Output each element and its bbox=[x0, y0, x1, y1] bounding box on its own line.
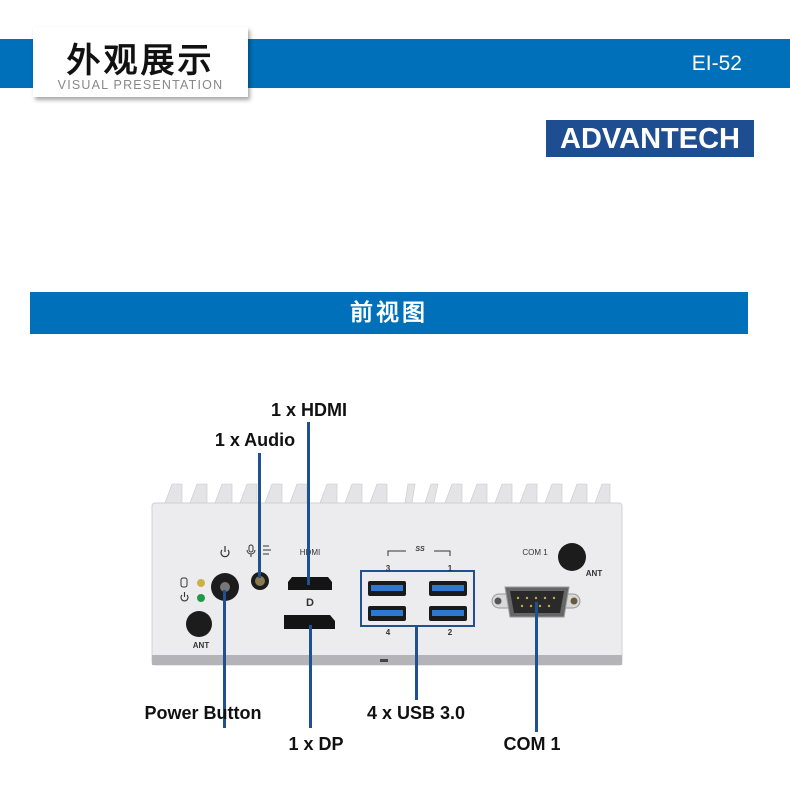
dp-callout-line bbox=[309, 625, 312, 728]
usb-port-number: 4 bbox=[385, 628, 391, 637]
power-callout-line bbox=[223, 590, 226, 728]
antenna-right bbox=[558, 543, 586, 571]
hdmi-port bbox=[288, 577, 332, 590]
section-title: 前视图 bbox=[30, 292, 748, 334]
power-callout: Power Button bbox=[144, 703, 262, 723]
audio-callout-line bbox=[258, 453, 261, 578]
com-callout-line bbox=[535, 602, 538, 732]
usb-superspeed-logo: SS bbox=[415, 546, 425, 553]
page-title: 外观展示 bbox=[66, 41, 215, 81]
advantech-logo: ADVANTECH bbox=[546, 120, 754, 157]
audio-callout: 1 x Audio bbox=[214, 430, 296, 450]
dp-logo: D bbox=[306, 597, 314, 609]
microphone-icon bbox=[246, 544, 256, 557]
hdmi-callout: 1 x HDMI bbox=[270, 400, 348, 420]
dp-port bbox=[284, 615, 335, 629]
usb-ports bbox=[368, 581, 467, 621]
usb-bracket bbox=[387, 550, 451, 556]
hdmi-port-label: HDMI bbox=[299, 548, 321, 557]
antenna-label: ANT bbox=[192, 641, 210, 650]
storage-icon bbox=[180, 577, 188, 588]
dp-callout: 1 x DP bbox=[288, 734, 344, 754]
audio-out-icon bbox=[263, 545, 271, 555]
page-subtitle: VISUAL PRESENTATION bbox=[57, 78, 224, 92]
usb-port-number: 2 bbox=[447, 628, 453, 637]
usb-callout-line bbox=[415, 626, 418, 700]
hdmi-callout-line bbox=[307, 422, 310, 585]
usb-port-number: 3 bbox=[385, 564, 391, 573]
model-name: EI-52 bbox=[691, 52, 742, 75]
storage-led bbox=[197, 579, 205, 587]
com-callout: COM 1 bbox=[503, 734, 561, 754]
antenna-label: ANT bbox=[585, 569, 603, 578]
usb-callout: 4 x USB 3.0 bbox=[366, 703, 466, 723]
title-box: 外观展示 VISUAL PRESENTATION bbox=[33, 27, 248, 97]
antenna-left bbox=[186, 611, 212, 637]
power-led-icon bbox=[180, 592, 189, 602]
power-led bbox=[197, 594, 205, 602]
heatsink-fins bbox=[164, 483, 611, 504]
power-icon bbox=[220, 546, 230, 558]
com-port-label: COM 1 bbox=[522, 548, 548, 557]
usb-port-number: 1 bbox=[447, 564, 453, 573]
